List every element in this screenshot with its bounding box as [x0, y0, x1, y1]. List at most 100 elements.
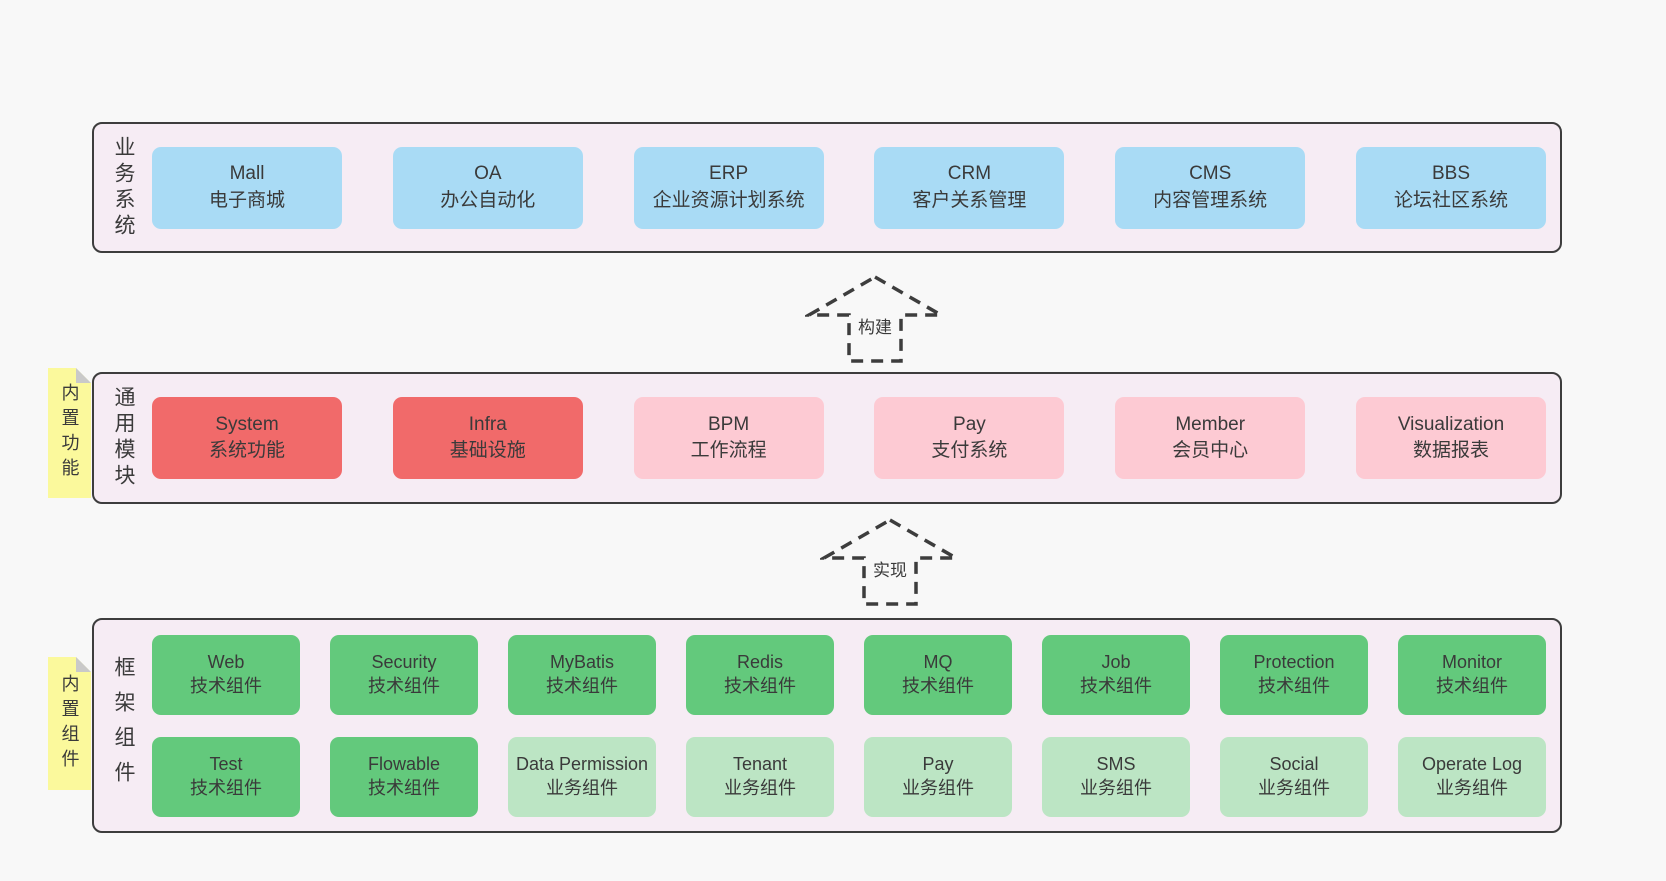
box-name: OA: [474, 163, 502, 185]
box-name: Visualization: [1397, 413, 1505, 435]
box-name: Pay: [953, 413, 986, 435]
box-name: Web: [207, 652, 245, 673]
box-desc: 技术组件: [190, 675, 262, 696]
box-bpm: BPM 工作流程: [633, 397, 824, 479]
box-name: Social: [1269, 754, 1319, 775]
box-row: Mall 电子商城 OA 办公自动化 ERP 企业资源计划系统 CRM 客户关系管理 CMS 内容…: [152, 146, 1546, 229]
box-desc: 会员中心: [1172, 440, 1249, 461]
box-pay: Pay 支付系统: [874, 397, 1065, 479]
layer-common-modules: 通用模块 System 系统功能 Infra 基础设施 BPM 工作流程 Pay 支付系统 Me…: [92, 372, 1562, 504]
box-desc: 业务组件: [1436, 777, 1508, 798]
box-name: Member: [1175, 413, 1246, 435]
box-name: Infra: [468, 413, 507, 435]
box-name: BPM: [708, 413, 750, 435]
sticky-note-builtin-components-label: 内置组件: [59, 673, 80, 774]
box-name: CRM: [947, 163, 992, 185]
layer-framework-components-label: 框架组件: [112, 655, 135, 796]
box-desc: 基础设施: [449, 440, 526, 461]
box-name: Test: [209, 754, 243, 775]
box-name: CMS: [1189, 163, 1232, 185]
arrow-implement: 实现: [817, 517, 963, 607]
box-name: Operate Log: [1421, 754, 1523, 775]
box-member: Member 会员中心: [1115, 397, 1306, 479]
box-desc: 技术组件: [368, 675, 440, 696]
box-crm: CRM 客户关系管理: [874, 146, 1065, 229]
box-desc: 技术组件: [368, 777, 440, 798]
box-desc: 业务组件: [724, 777, 796, 798]
box-name: Tenant: [732, 754, 788, 775]
box-desc: 办公自动化: [440, 189, 536, 211]
box-row: System 系统功能 Infra 基础设施 BPM 工作流程 Pay 支付系统 Member 会…: [152, 397, 1546, 479]
box-desc: 电子商城: [208, 189, 285, 211]
box-desc: 技术组件: [546, 675, 618, 696]
box-name: Security: [371, 652, 437, 673]
layer-common-modules-label: 通用模块: [112, 386, 135, 490]
box-name: Protection: [1253, 652, 1335, 673]
box-name: Flowable: [367, 754, 441, 775]
box-desc: 技术组件: [1080, 675, 1152, 696]
box-desc: 工作流程: [690, 440, 767, 461]
box-name: Monitor: [1441, 652, 1503, 673]
box-oa: OA 办公自动化: [392, 146, 583, 229]
box-desc: 业务组件: [902, 777, 974, 798]
layer-business-systems-boxes: Mall 电子商城 OA 办公自动化 ERP 企业资源计划系统 CRM 客户关系管理 CMS 内容…: [152, 124, 1560, 251]
box-desc: 技术组件: [1436, 675, 1508, 696]
box-desc: 内容管理系统: [1153, 189, 1268, 211]
box-desc: 企业资源计划系统: [652, 189, 805, 211]
box-desc: 业务组件: [1080, 777, 1152, 798]
box-name: BBS: [1431, 163, 1470, 185]
box-cms: CMS 内容管理系统: [1115, 146, 1306, 229]
box-erp: ERP 企业资源计划系统: [633, 146, 824, 229]
box-desc: 业务组件: [546, 777, 618, 798]
box-desc: 客户关系管理: [912, 189, 1027, 211]
box-desc: 技术组件: [1258, 675, 1330, 696]
box-desc: 技术组件: [902, 675, 974, 696]
box-desc: 论坛社区系统: [1393, 189, 1508, 211]
box-name: ERP: [709, 163, 749, 185]
box-system: System 系统功能: [152, 397, 342, 479]
box-bbs: BBS 论坛社区系统: [1355, 146, 1546, 229]
arrow-build-label: 构建: [854, 312, 896, 339]
sticky-note-builtin-features: 内置功能: [48, 368, 91, 498]
box-desc: 系统功能: [208, 440, 285, 461]
box-desc: 支付系统: [931, 440, 1008, 461]
box-desc: 技术组件: [724, 675, 796, 696]
box-name: Mall: [229, 163, 265, 185]
box-name: System: [215, 413, 279, 435]
arrow-implement-label: 实现: [869, 555, 911, 582]
box-name: Pay: [922, 754, 954, 775]
layer-common-modules-boxes: System 系统功能 Infra 基础设施 BPM 工作流程 Pay 支付系统 Member 会…: [152, 374, 1560, 502]
box-name: Redis: [736, 652, 784, 673]
arrow-build: 构建: [802, 274, 948, 364]
box-name: Job: [1101, 652, 1131, 673]
sticky-note-builtin-components: 内置组件: [48, 657, 91, 790]
box-name: SMS: [1096, 754, 1136, 775]
box-desc: 业务组件: [1258, 777, 1330, 798]
box-name: MyBatis: [549, 652, 614, 673]
box-name: MQ: [923, 652, 953, 673]
box-mall: Mall 电子商城: [152, 146, 342, 229]
